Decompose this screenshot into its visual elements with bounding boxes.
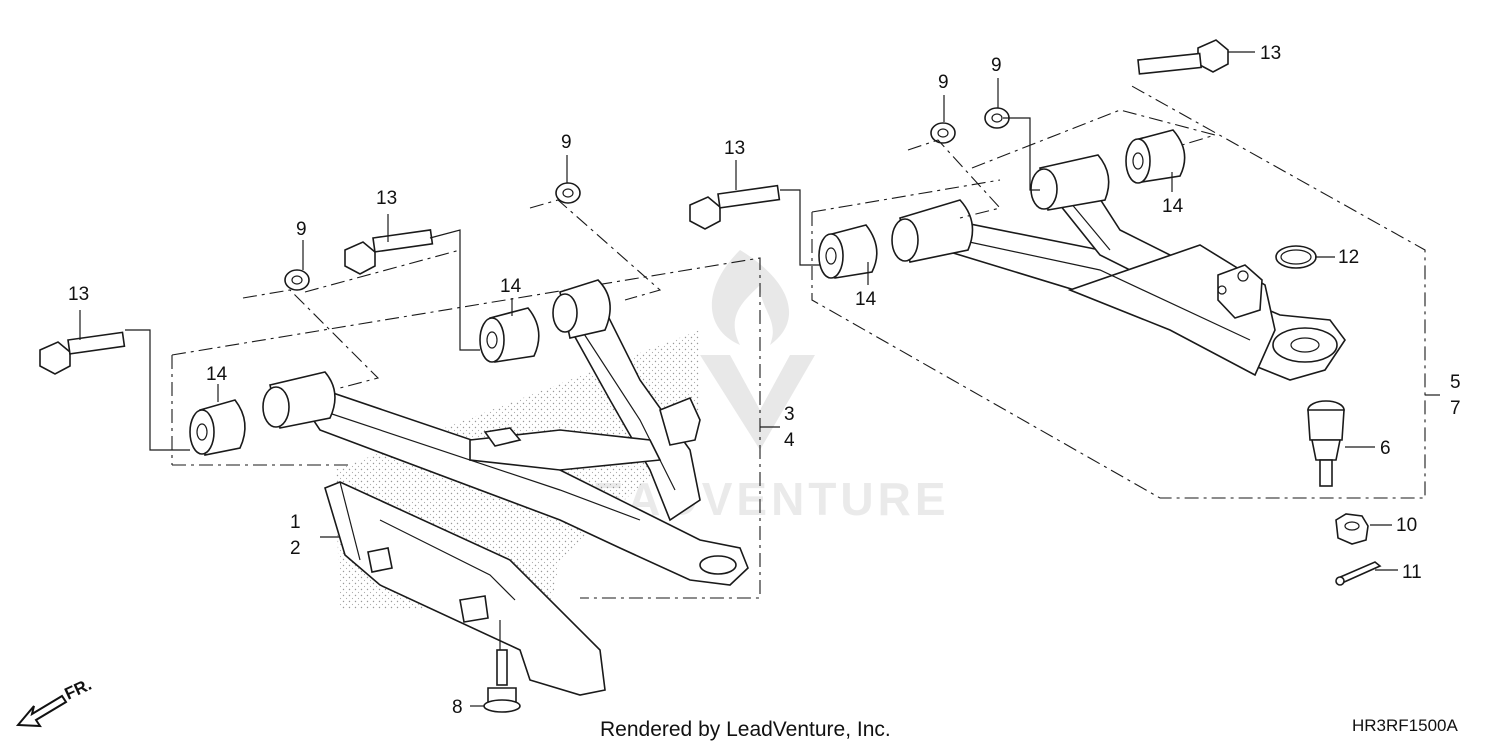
callout-13-right-b: 13 (1260, 43, 1281, 64)
right-leader-lines (735, 51, 1440, 571)
callout-9-left-a: 9 (296, 219, 307, 240)
callout-4: 4 (784, 430, 795, 451)
callout-1: 1 (290, 512, 301, 533)
ball-joint-6 (1307, 400, 1345, 487)
cotter-pin-11 (1335, 561, 1382, 586)
bushing-14-left-a (189, 399, 246, 456)
castle-nut-10 (1335, 513, 1369, 545)
callout-8: 8 (452, 697, 463, 718)
callout-labels: 1 2 3 4 5 6 7 8 9 9 9 9 10 11 12 13 13 1… (68, 43, 1461, 718)
callout-2: 2 (290, 538, 301, 559)
callout-6: 6 (1380, 438, 1391, 459)
bolt-13-right-b (1137, 39, 1229, 75)
callout-7: 7 (1450, 398, 1461, 419)
callout-3: 3 (784, 404, 795, 425)
right-arm-group-outline (811, 84, 1426, 499)
left-arm-guard (324, 481, 606, 696)
bushing-14-right-b (1125, 129, 1186, 184)
bushing-14-left-b (479, 307, 540, 363)
callout-13-left-a: 13 (68, 284, 89, 305)
callout-14-left-b: 14 (500, 276, 522, 297)
bolt-13-left-a (39, 331, 126, 375)
bolt-13-right-a (689, 184, 781, 230)
left-lower-arm (262, 279, 749, 586)
bushing-14-right-a (818, 224, 878, 279)
bolt-13-left-b (344, 229, 434, 275)
diagram-code: HR3RF1500A (1352, 716, 1458, 735)
callout-13-right-a: 13 (724, 138, 745, 159)
front-direction-arrow-icon: FR. (15, 675, 95, 728)
callout-9-left-b: 9 (561, 132, 572, 153)
callout-10: 10 (1396, 515, 1417, 536)
callout-5: 5 (1450, 372, 1461, 393)
nut-9-right-a (930, 122, 956, 144)
callout-14-left-a: 14 (206, 364, 228, 385)
left-arm-group-outline (171, 257, 761, 599)
callout-14-right-b: 14 (1162, 196, 1184, 217)
front-label: FR. (62, 675, 95, 704)
nut-9-left-a (284, 269, 310, 291)
right-upper-arm (891, 154, 1346, 381)
bolt-8 (483, 649, 521, 713)
callout-9-right-b: 9 (991, 55, 1002, 76)
nut-9-left-b (555, 182, 581, 204)
callout-14-right-a: 14 (855, 289, 877, 310)
callout-9-right-a: 9 (938, 72, 949, 93)
callout-12: 12 (1338, 247, 1359, 268)
left-leader-lines (79, 155, 780, 707)
callout-13-left-b: 13 (376, 188, 397, 209)
rendered-by-credit: Rendered by LeadVenture, Inc. (600, 718, 891, 741)
circlip-12 (1275, 245, 1317, 269)
callout-11: 11 (1402, 562, 1422, 583)
